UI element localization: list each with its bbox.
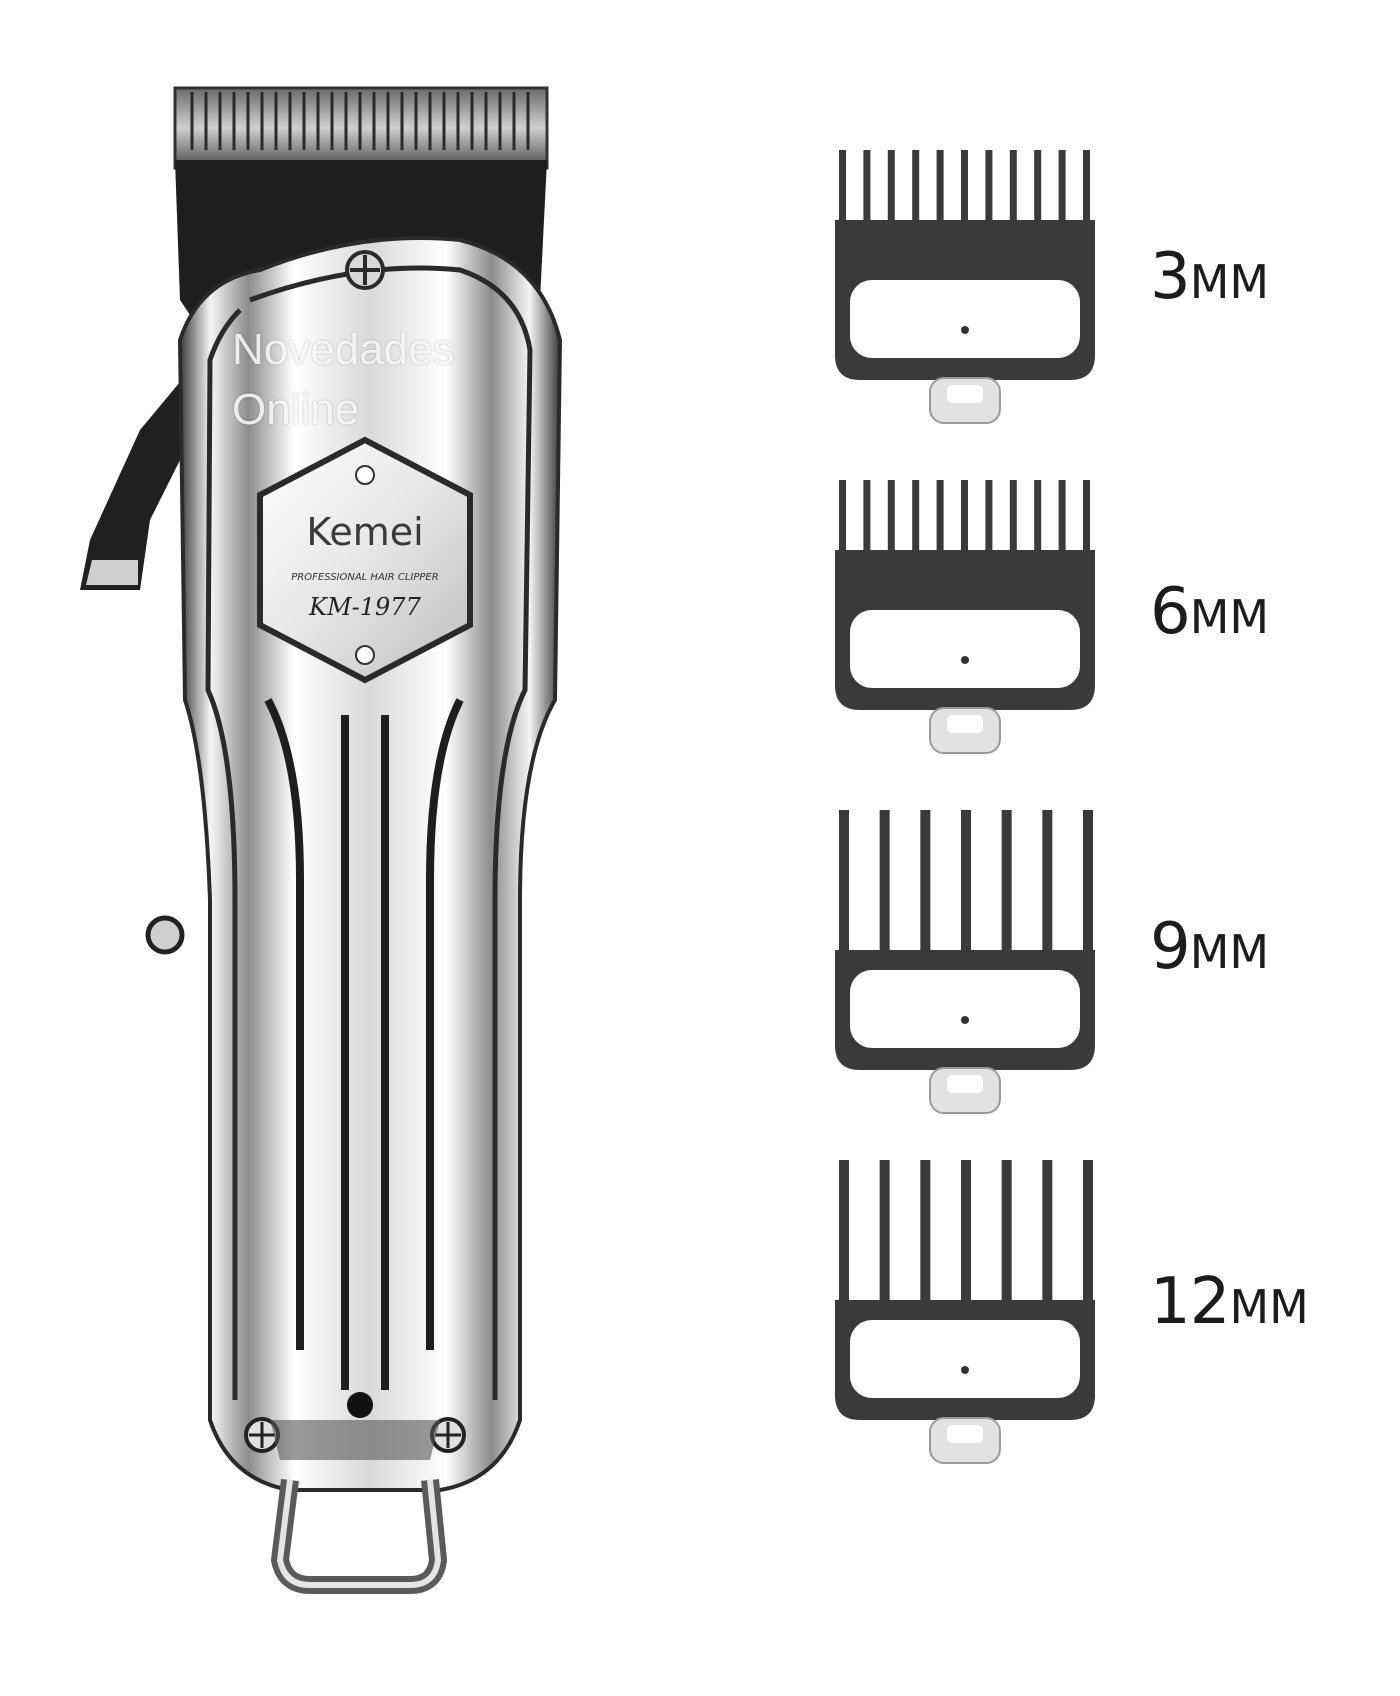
clipper-blade <box>173 86 549 170</box>
guard-size-number: 3 <box>1150 240 1191 314</box>
comb-tooth <box>839 150 846 230</box>
guard-comb <box>835 810 1095 1114</box>
comb-window <box>850 280 1080 358</box>
comb-mark-icon <box>961 656 969 664</box>
hair-clipper: Kemei PROFESSIONAL HAIR CLIPPER KM-1977 <box>80 86 563 1594</box>
comb-window <box>850 970 1080 1048</box>
bottom-screws <box>244 1417 466 1453</box>
comb-tooth <box>961 150 968 230</box>
comb-tooth <box>1034 150 1042 230</box>
comb-tooth <box>1034 480 1042 560</box>
guard-comb <box>835 150 1095 424</box>
comb-tooth <box>912 480 920 560</box>
comb-mark-icon <box>961 1016 969 1024</box>
comb-clip-slot <box>947 1425 983 1443</box>
comb-tooth <box>1009 480 1017 560</box>
comb-tooth <box>839 1160 849 1310</box>
charging-stand <box>270 1478 448 1594</box>
guard-size-unit: MM <box>1189 255 1270 309</box>
guard-comb <box>835 480 1095 754</box>
comb-mark-icon <box>961 326 969 334</box>
comb-mark-icon <box>961 1366 969 1374</box>
comb-tooth <box>887 480 895 560</box>
screw-icon <box>345 250 385 290</box>
comb-tooth <box>920 1160 931 1310</box>
comb-tooth <box>839 810 849 960</box>
name-plate <box>257 436 473 684</box>
guard-size-number: 12 <box>1150 1265 1230 1339</box>
taper-lever[interactable] <box>80 370 210 590</box>
comb-tooth <box>1009 150 1017 230</box>
comb-tooth <box>863 150 871 230</box>
comb-tooth <box>1001 810 1012 960</box>
comb-clip-slot <box>947 385 983 403</box>
comb-tooth <box>1001 1160 1012 1310</box>
comb-tooth <box>863 480 871 560</box>
comb-tooth <box>985 150 993 230</box>
guard-comb <box>835 1160 1095 1464</box>
comb-tooth <box>936 480 944 560</box>
body-ribs <box>264 698 464 1390</box>
comb-clip-slot <box>947 1075 983 1093</box>
model-number: KM-1977 <box>308 593 421 621</box>
comb-tooth <box>1083 480 1090 560</box>
comb-tooth <box>1083 810 1093 960</box>
comb-tooth <box>879 810 890 960</box>
guard-size-unit: MM <box>1229 1280 1309 1334</box>
comb-tooth <box>839 480 846 560</box>
tagline-text: PROFESSIONAL HAIR CLIPPER <box>291 572 438 583</box>
comb-tooth <box>961 480 968 560</box>
comb-tooth <box>1042 1160 1053 1310</box>
comb-tooth <box>920 810 931 960</box>
comb-tooth <box>887 150 895 230</box>
charge-indicator-icon <box>347 1392 373 1418</box>
comb-tooth <box>912 150 920 230</box>
guard-size-number: 9 <box>1150 910 1191 984</box>
guard-size-label: 3MM <box>1150 240 1269 314</box>
guard-size-label: 12MM <box>1150 1265 1309 1339</box>
power-button[interactable] <box>145 915 185 955</box>
guard-size-unit: MM <box>1189 925 1270 979</box>
comb-clip-slot <box>947 715 983 733</box>
comb-tooth <box>961 810 971 960</box>
comb-tooth <box>879 1160 890 1310</box>
comb-window <box>850 1320 1080 1398</box>
guard-size-number: 6 <box>1150 575 1191 649</box>
guard-size-label: 6MM <box>1150 575 1269 649</box>
comb-window <box>850 610 1080 688</box>
comb-tooth <box>1058 480 1066 560</box>
comb-tooth <box>936 150 944 230</box>
guard-size-label: 9MM <box>1150 910 1269 984</box>
comb-tooth <box>1058 150 1066 230</box>
comb-tooth <box>961 1160 971 1310</box>
comb-tooth <box>985 480 993 560</box>
guard-combs <box>835 150 1095 1464</box>
comb-tooth <box>1083 150 1090 230</box>
guard-size-unit: MM <box>1189 590 1270 644</box>
comb-tooth <box>1042 810 1053 960</box>
comb-tooth <box>1083 1160 1093 1310</box>
brand-logo: Kemei <box>306 510 423 554</box>
